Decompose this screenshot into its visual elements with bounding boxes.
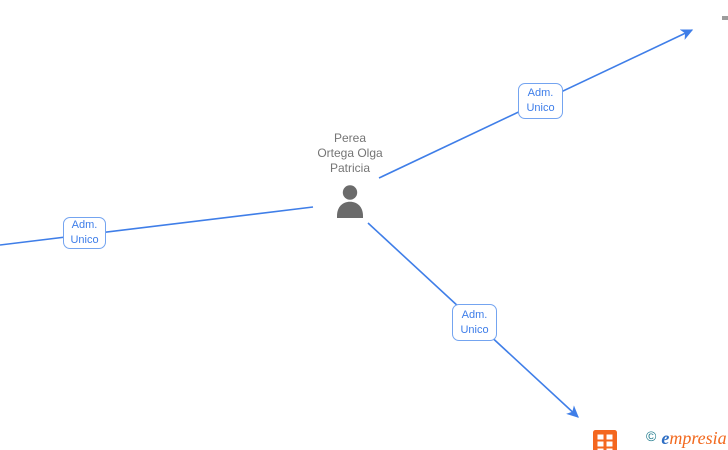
brand-name: mpresia (669, 428, 727, 448)
person-node-label: Perea Ortega Olga Patricia (280, 131, 420, 176)
person-node[interactable]: Perea Ortega Olga Patricia (280, 131, 420, 218)
edge-label-line: Unico (70, 234, 99, 246)
edge-label-line: Adm. (461, 308, 488, 321)
partial-node-fragment (722, 16, 728, 20)
empresia-watermark: ©empresia (592, 428, 728, 450)
brand-text: ©empresia (646, 428, 727, 449)
edge-line-left[interactable] (0, 206, 314, 246)
copyright-symbol: © (646, 428, 657, 444)
edge-label-line: Unico (526, 102, 555, 114)
person-name-line: Patricia (329, 161, 370, 175)
person-name-line: Perea (333, 131, 367, 145)
building-icon (593, 430, 617, 450)
brand-first-letter: e (661, 428, 670, 448)
edge-label-adm-unico-left[interactable]: Adm. Unico (63, 217, 106, 249)
person-name-line: Ortega Olga (317, 146, 383, 160)
edge-label-line: Unico (460, 323, 489, 336)
edge-label-line: Adm. (71, 219, 98, 231)
edge-label-line: Adm. (527, 87, 554, 99)
edge-label-adm-unico-top[interactable]: Adm. Unico (518, 83, 563, 119)
edge-label-adm-unico-bottom[interactable]: Adm. Unico (452, 304, 497, 341)
person-icon (337, 185, 363, 218)
